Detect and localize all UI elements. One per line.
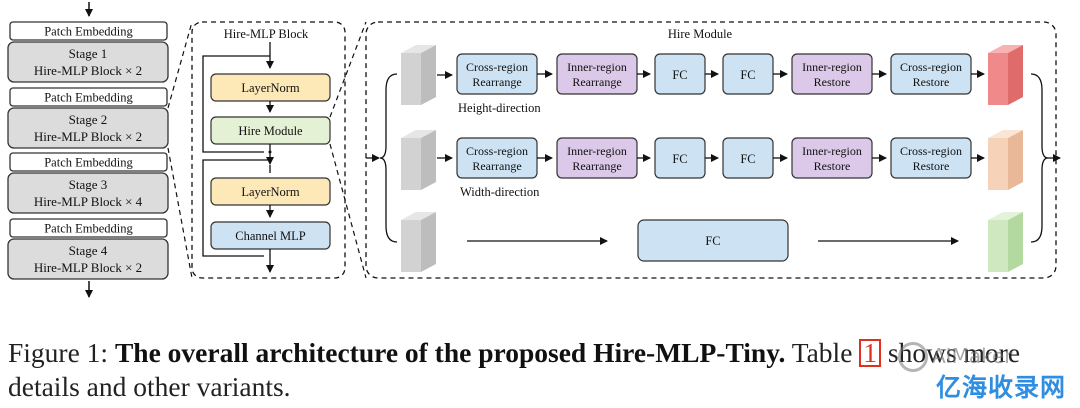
stage-2-blocks: Hire-MLP Block × 2 — [34, 129, 142, 144]
layernorm-2-label: LayerNorm — [241, 185, 300, 199]
input-tensor-cube — [401, 212, 436, 272]
hire-mlp-block-title: Hire-MLP Block — [224, 27, 309, 41]
fc-label: FC — [740, 152, 755, 166]
right-brace — [1030, 73, 1049, 243]
caption-bold: The overall architecture of the proposed… — [114, 337, 786, 368]
fc-label: FC — [705, 234, 720, 248]
output-tensor-cube-red — [988, 45, 1023, 105]
cross-region-restore-line2: Restore — [913, 159, 950, 173]
stage-2-box — [7, 107, 169, 149]
patch-embedding-label: Patch Embedding — [44, 25, 133, 39]
left-brace — [379, 73, 398, 243]
fc-label: FC — [740, 68, 755, 82]
inner-region-restore-line2: Restore — [814, 75, 851, 89]
channel-mlp-label: Channel MLP — [235, 229, 306, 243]
inner-region-rearrange-line1: Inner-region — [567, 60, 627, 74]
hire-module: Hire Module Cross-region Rearrange Heigh… — [365, 21, 1061, 279]
stage-3-box — [7, 172, 169, 214]
watermark-mark-text: AIMaker — [932, 344, 1013, 368]
fc-label: FC — [672, 68, 687, 82]
input-tensor-cube — [401, 45, 436, 105]
patch-embedding-label: Patch Embedding — [44, 156, 133, 170]
cross-region-rearrange-line2: Rearrange — [472, 159, 521, 173]
zoom-line-bottom — [329, 143, 367, 279]
fc-label: FC — [672, 152, 687, 166]
caption-text-continued: shows more details and other variants. — [8, 337, 1021, 402]
hire-mlp-block-frame — [191, 21, 346, 279]
caption-prefix: Figure 1: — [8, 337, 115, 368]
hire-module-title: Hire Module — [668, 27, 733, 41]
inner-region-rearrange-line2: Rearrange — [572, 75, 621, 89]
caption-text: Table — [785, 337, 860, 368]
stage-2-title: Stage 2 — [69, 112, 108, 127]
patch-embedding-box — [9, 21, 168, 41]
inner-region-rearrange-line1: Inner-region — [567, 144, 627, 158]
figure-caption: Figure 1: The overall architecture of th… — [8, 336, 1078, 404]
table-reference-link[interactable]: 1 — [859, 339, 882, 367]
stage-1-title: Stage 1 — [69, 46, 108, 61]
output-tensor-cube-green — [988, 212, 1023, 272]
fc-wide-box — [637, 219, 789, 262]
architecture-diagram: Patch Embedding Stage 1 Hire-MLP Block ×… — [7, 2, 1061, 298]
inner-region-restore-line1: Inner-region — [802, 144, 862, 158]
watermark-site-text: 亿海收录网 — [936, 373, 1067, 402]
zoom-line-top — [329, 21, 367, 118]
cross-region-rearrange-line2: Rearrange — [472, 75, 521, 89]
inner-region-restore-line2: Restore — [814, 159, 851, 173]
stage-4-blocks: Hire-MLP Block × 2 — [34, 260, 142, 275]
hire-module-frame — [365, 21, 1057, 279]
hire-mlp-block: Hire-MLP Block LayerNorm Hire Module Lay… — [191, 21, 346, 279]
patch-embedding-box — [9, 87, 168, 107]
patch-embedding-label: Patch Embedding — [44, 222, 133, 236]
watermark-logo-icon — [898, 342, 928, 372]
stages-column: Patch Embedding Stage 1 Hire-MLP Block ×… — [7, 2, 169, 298]
cross-region-rearrange-line1: Cross-region — [466, 144, 528, 158]
zoom-line-top — [167, 21, 193, 109]
patch-embedding-box — [9, 152, 168, 172]
stage-4-box — [7, 238, 169, 280]
cross-region-rearrange-line1: Cross-region — [466, 60, 528, 74]
hire-module-label: Hire Module — [238, 124, 303, 138]
cross-region-restore-line2: Restore — [913, 75, 950, 89]
width-direction-row: Cross-region Rearrange Width-direction I… — [401, 130, 1023, 199]
layernorm-1-label: LayerNorm — [241, 81, 300, 95]
height-direction-label: Height-direction — [458, 101, 541, 115]
stage-4-title: Stage 4 — [69, 243, 108, 258]
patch-embedding-label: Patch Embedding — [44, 91, 133, 105]
stage-3-blocks: Hire-MLP Block × 4 — [34, 194, 143, 209]
cross-region-restore-line1: Cross-region — [900, 144, 962, 158]
input-tensor-cube — [401, 130, 436, 190]
height-direction-row: Cross-region Rearrange Height-direction … — [401, 45, 1023, 115]
patch-embedding-box — [9, 218, 168, 238]
stage-3-title: Stage 3 — [69, 177, 108, 192]
inner-region-restore-line1: Inner-region — [802, 60, 862, 74]
channel-row: FC — [401, 212, 1023, 272]
width-direction-label: Width-direction — [460, 185, 540, 199]
inner-region-rearrange-line2: Rearrange — [572, 159, 621, 173]
output-tensor-cube-peach — [988, 130, 1023, 190]
add-node — [268, 150, 272, 154]
cross-region-restore-line1: Cross-region — [900, 60, 962, 74]
stage-1-blocks: Hire-MLP Block × 2 — [34, 63, 142, 78]
zoom-line-bottom — [167, 147, 193, 279]
stage-1-box — [7, 41, 169, 83]
